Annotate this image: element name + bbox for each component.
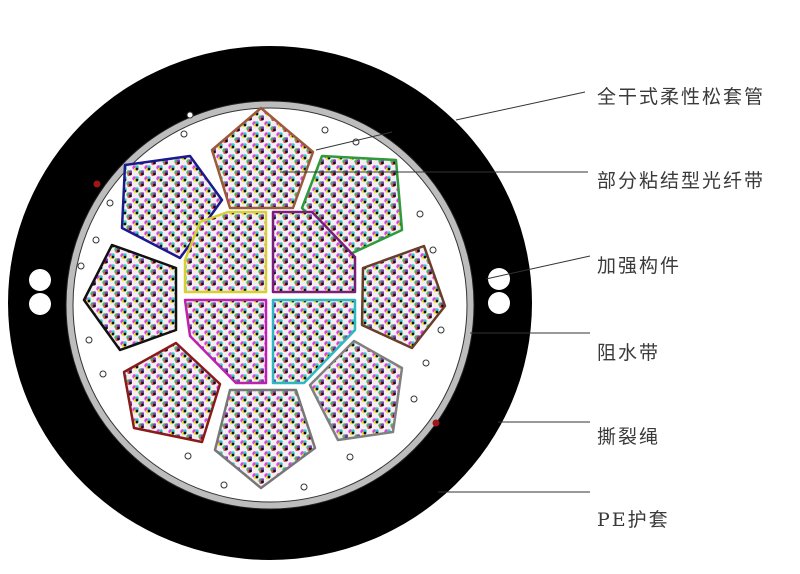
label-fiber-ribbon: 部分粘结型光纤带	[597, 170, 766, 192]
tube-bottom-left	[122, 341, 222, 444]
tube-bottom	[213, 388, 317, 490]
tube-center-top-left	[183, 210, 268, 294]
label-water-block-tape: 阻水带	[597, 342, 661, 364]
tube-left	[82, 243, 178, 352]
strength-members	[29, 268, 510, 315]
label-loose-tube: 全干式柔性松套管	[597, 86, 766, 108]
leader-lines	[280, 91, 591, 493]
loose-tubes	[82, 106, 447, 490]
filler-circles	[77, 111, 445, 491]
rip-cord-icon	[93, 180, 101, 188]
label-pe-sheath: PE护套	[597, 509, 670, 531]
tube-right	[360, 244, 447, 350]
tube-center-bottom-right	[271, 298, 357, 385]
tube-bottom-right	[308, 339, 404, 442]
label-strength-member: 加强构件	[597, 255, 682, 277]
tube-center-top-right	[271, 210, 357, 294]
label-rip-cord: 撕裂绳	[597, 426, 661, 448]
tube-center-bottom-left	[183, 298, 268, 385]
rip-cord-icon	[432, 419, 440, 427]
tube-top	[210, 106, 315, 210]
